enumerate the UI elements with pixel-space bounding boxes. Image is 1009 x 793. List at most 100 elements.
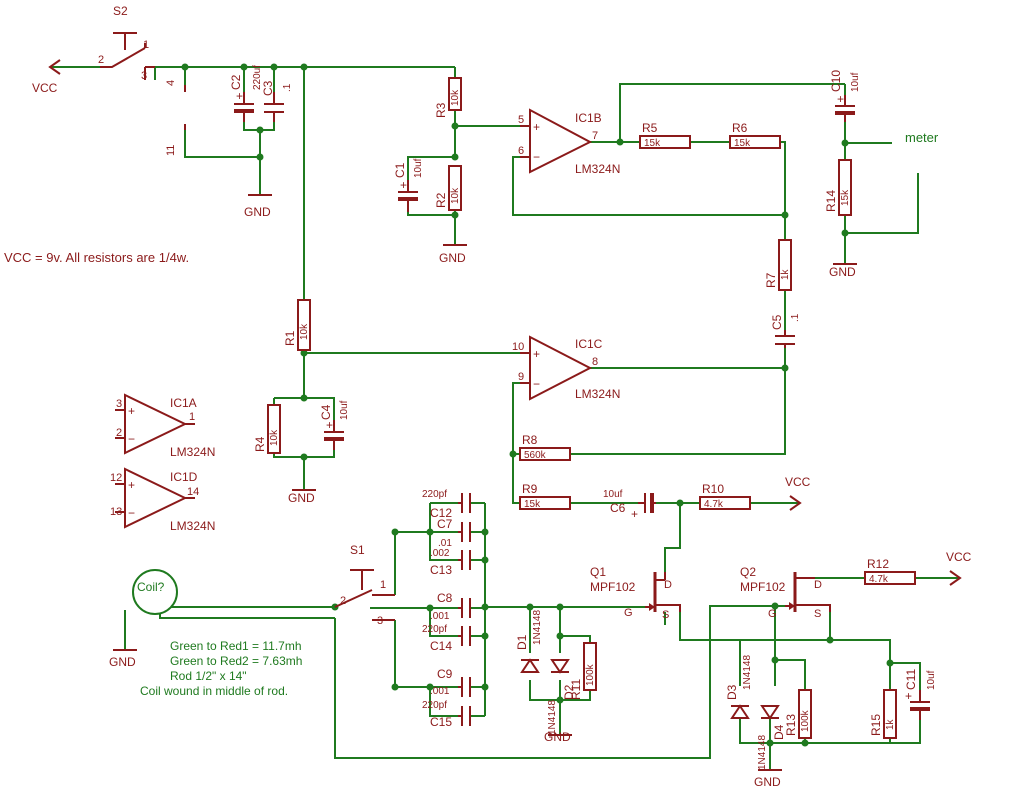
r14-value: 15k [840, 189, 851, 206]
opamp-ic1c: + − 10 9 8 IC1C LM324N [512, 335, 620, 401]
meter-label: meter [905, 130, 939, 145]
gnd-text-4: GND [288, 491, 315, 505]
svg-text:−: − [128, 432, 135, 446]
ic1a-pin-out: 1 [189, 411, 195, 423]
r13-value: 100k [800, 709, 811, 732]
c3-name: C3 [261, 80, 275, 96]
c2-value: 220uf [252, 65, 263, 90]
coil-note-3: Rod 1/2" x 14" [170, 669, 247, 683]
q2-part: MPF102 [740, 580, 786, 594]
capacitor-c9: C9 .001 [430, 667, 471, 697]
wires [50, 66, 960, 770]
r10-name: R10 [702, 482, 724, 496]
ic1c-pin-minus: 9 [518, 371, 524, 383]
opamp-ic1b: + − 5 6 7 IC1B LM324N [518, 108, 620, 176]
r5-name: R5 [642, 121, 658, 135]
capacitor-c4: + C4 10uf [319, 400, 350, 450]
r6-value: 15k [734, 138, 751, 149]
c8-name: C8 [437, 591, 453, 605]
ic1b-part: LM324N [575, 162, 620, 176]
ic1d-part: LM324N [170, 519, 215, 533]
capacitor-c6: C6 10uf + [603, 489, 656, 521]
svg-text:−: − [533, 377, 540, 391]
ic1d-pin-out: 14 [187, 486, 199, 498]
c15-value: 220pf [422, 700, 447, 711]
s1-pin2: 2 [340, 595, 346, 607]
d4-part: 1N4148 [757, 735, 768, 770]
r11-value: 100k [585, 663, 596, 686]
c6-name: C6 [610, 501, 626, 515]
capacitor-c14: 220pf C14 [422, 624, 471, 653]
capacitor-c3: C3 .1 [261, 80, 293, 122]
svg-text:+: + [905, 689, 912, 703]
svg-text:+: + [533, 347, 540, 361]
svg-text:+: + [400, 178, 407, 192]
diode-d3: D3 1N4148 [725, 655, 753, 719]
gnd-symbol-4: GND [288, 489, 316, 505]
c10-value: 10uf [850, 72, 861, 92]
r1-value: 10k [299, 323, 310, 340]
transistor-q2: Q2 MPF102 D G S [740, 565, 831, 620]
d4-name: D4 [772, 724, 786, 740]
r3-name: R3 [434, 102, 448, 118]
q1-part: MPF102 [590, 580, 636, 594]
q2-pin-s: S [814, 608, 821, 620]
r12-value: 4.7k [869, 574, 889, 585]
r7-name: R7 [764, 272, 778, 288]
gnd-symbol-7: GND [754, 769, 782, 789]
diode-d4: D4 1N4148 [757, 705, 786, 770]
resistor-r1: R1 10k [283, 299, 311, 351]
coil-note-1: Green to Red1 = 11.7mh [170, 639, 302, 653]
r5-value: 15k [644, 138, 661, 149]
q1-pin-g: G [624, 607, 633, 619]
r4-name: R4 [253, 436, 267, 452]
resistor-r12: R12 4.7k [864, 557, 916, 585]
coil-note-2: Green to Red2 = 7.63mh [170, 654, 302, 668]
d3-name: D3 [725, 684, 739, 700]
supply-pin-4: 4 [165, 80, 177, 86]
resistor-r2: R2 10k [434, 165, 462, 211]
r15-value: 1k [885, 718, 896, 730]
gnd-text-1: GND [244, 205, 271, 219]
diode-d1: D1 1N4148 [515, 610, 543, 673]
ic1b-pin-minus: 6 [518, 145, 524, 157]
resistor-r8: R8 560k [519, 433, 571, 461]
supply-pin-11: 11 [165, 145, 177, 156]
capacitor-c15: 220pf C15 [422, 700, 471, 729]
ic1c-pin-plus: 10 [512, 341, 524, 353]
vcc-r10-text: VCC [785, 475, 811, 489]
c9-value: .001 [430, 686, 450, 697]
gnd-symbol-5: GND [109, 649, 137, 669]
c2-plus: + [236, 89, 243, 103]
capacitor-c8: C8 .001 [430, 591, 471, 622]
s1-pin1: 1 [380, 579, 386, 591]
c12-name: C12 [430, 506, 452, 520]
c5-value: .1 [790, 313, 801, 322]
c1-value: 10uf [413, 158, 424, 178]
s1-name: S1 [350, 543, 365, 557]
resistor-r9: R9 15k [519, 482, 571, 510]
gnd-text-2: GND [439, 251, 466, 265]
r8-name: R8 [522, 433, 538, 447]
svg-text:+: + [533, 120, 540, 134]
ic1b-name: IC1B [575, 111, 602, 125]
ic1d-pin-plus: 12 [110, 472, 122, 484]
c13-name: C13 [430, 563, 452, 577]
c1-name: C1 [393, 162, 407, 178]
resistor-r7: R7 1k [764, 239, 792, 291]
r10-value: 4.7k [704, 499, 724, 510]
r7-value: 1k [780, 268, 791, 280]
resistor-r15: R15 1k [869, 689, 897, 739]
r3-value: 10k [450, 89, 461, 106]
d2-name: D2 [562, 684, 576, 700]
opamp-ic1d: + − 12 13 14 IC1D LM324N [110, 467, 215, 533]
r8-value: 560k [524, 450, 547, 461]
vcc-r10-label: VCC [785, 475, 811, 511]
ic1c-name: IC1C [575, 337, 603, 351]
c14-value: 220pf [422, 624, 447, 635]
s2-pin2: 2 [98, 54, 104, 66]
resistor-r11: R11 100k [569, 642, 597, 700]
c5-name: C5 [770, 314, 784, 330]
c4-value: 10uf [339, 400, 350, 420]
